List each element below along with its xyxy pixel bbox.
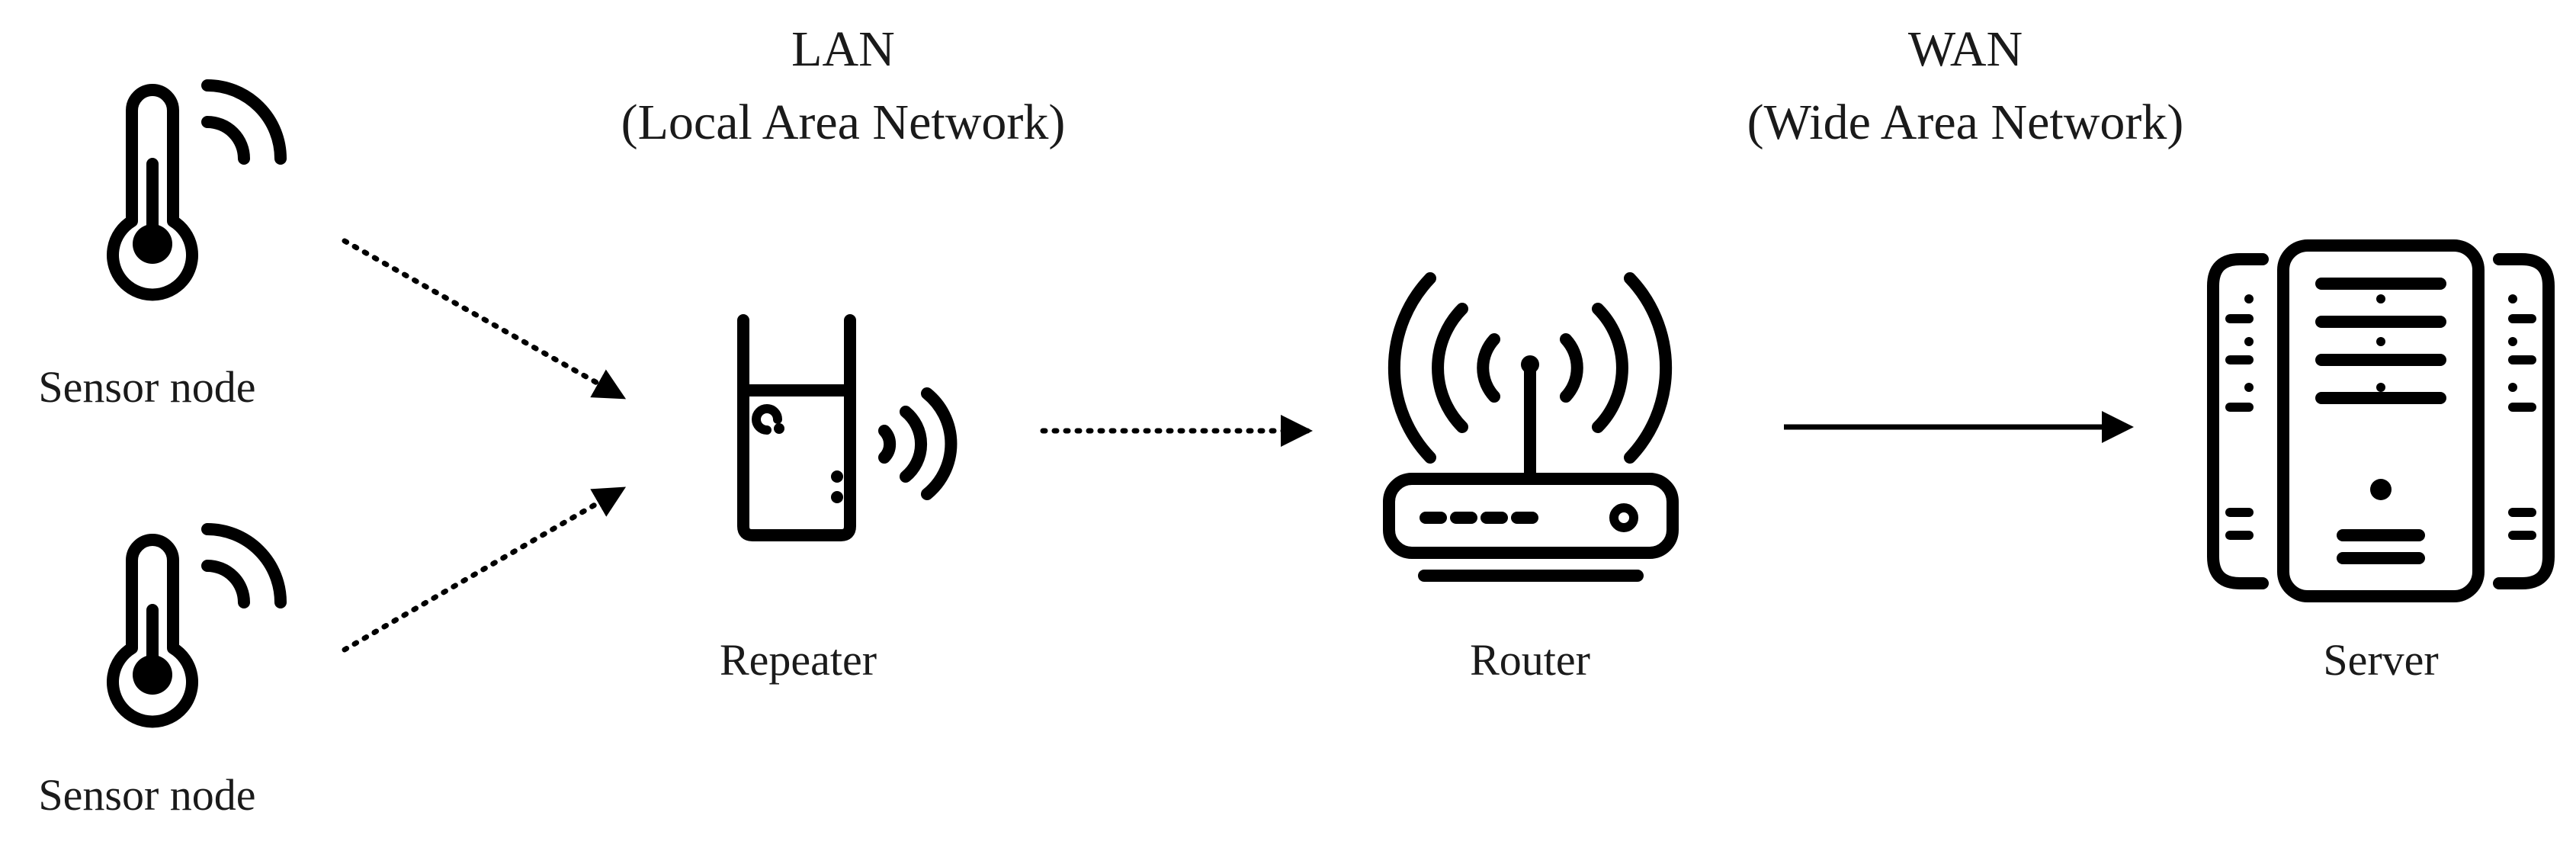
thermometer-icon [107, 534, 198, 728]
server-label: Server [2323, 635, 2438, 685]
sensor-node-top: Sensor node [38, 79, 287, 412]
link-sensor-bottom-to-repeater [342, 486, 627, 653]
wireless-signal-icon [201, 523, 287, 608]
wan-title: WAN [1908, 21, 2023, 77]
router-node: Router [1383, 272, 1679, 685]
repeater-node: Repeater [720, 314, 958, 685]
wireless-router-icon [1383, 355, 1679, 582]
sensor-node-bottom: Sensor node [38, 523, 287, 820]
lan-subtitle: (Local Area Network) [621, 95, 1066, 150]
wireless-signal-icon [201, 79, 287, 165]
server-node: Server [2207, 239, 2555, 685]
repeater-label: Repeater [720, 635, 877, 685]
thermometer-icon [107, 84, 198, 301]
server-rack-icon [2207, 239, 2555, 602]
lan-title: LAN [791, 21, 895, 77]
sensor-node-bottom-label: Sensor node [38, 770, 255, 820]
wireless-signal-icon [1387, 272, 1673, 464]
router-label: Router [1470, 635, 1590, 685]
wifi-repeater-icon [737, 314, 856, 541]
sensor-node-top-label: Sensor node [38, 362, 255, 412]
wan-subtitle: (Wide Area Network) [1747, 95, 2184, 150]
link-sensor-top-to-repeater [342, 238, 627, 400]
wireless-signal-icon [878, 387, 958, 500]
